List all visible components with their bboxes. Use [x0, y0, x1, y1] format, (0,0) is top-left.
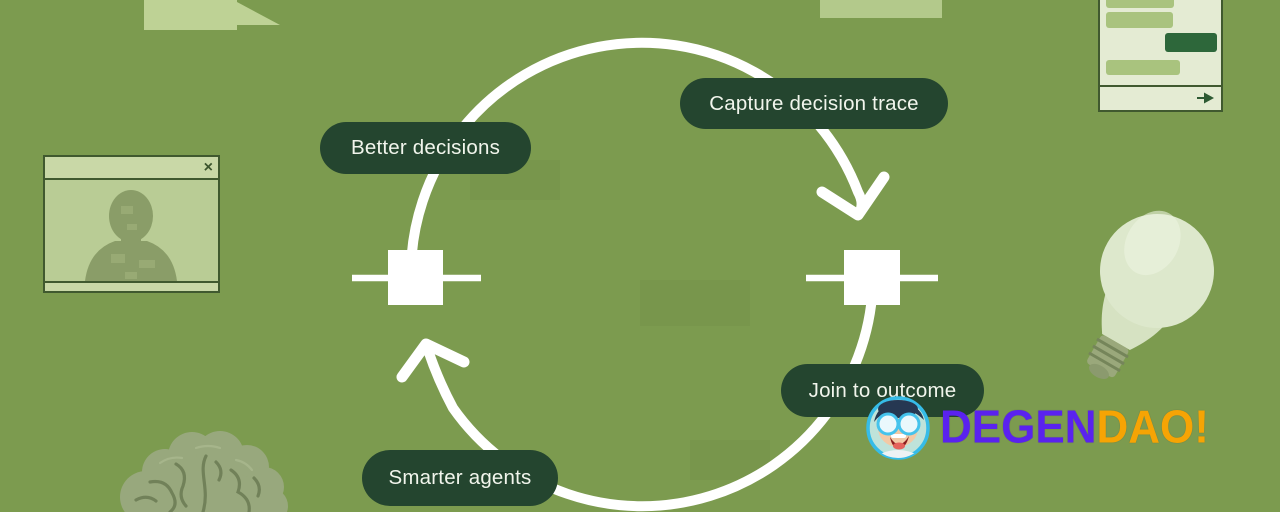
send-icon[interactable] [1196, 91, 1216, 105]
watermark-text-secondary: DAO! [1096, 401, 1209, 454]
step-label: Better decisions [350, 136, 501, 159]
cycle-nodes [352, 250, 938, 305]
step-label: Join to outcome [808, 378, 957, 402]
step-pill-capture-decision-trace: Capture decision trace [680, 78, 948, 129]
chat-bubble-received [1106, 60, 1180, 75]
arrowhead-down-icon [816, 171, 890, 221]
watermark-text: DEGENDAO! [940, 401, 1209, 454]
node-right [806, 250, 938, 305]
node-square [388, 250, 443, 305]
video-window-titlebar: × [45, 157, 218, 180]
lightbulb-image [1087, 210, 1214, 379]
arrowhead-up-icon [396, 338, 470, 383]
watermark-avatar [866, 396, 930, 460]
collage-rectangle [820, 0, 942, 18]
step-label: Capture decision trace [709, 91, 919, 115]
video-call-window: × [43, 155, 220, 293]
node-left [352, 250, 481, 305]
texture-blob [640, 280, 750, 326]
chat-input-bar[interactable] [1100, 85, 1221, 110]
person-silhouette [85, 190, 177, 281]
watermark-text-primary: DEGEN [940, 401, 1097, 454]
chat-window [1098, 0, 1223, 112]
video-feed [45, 180, 218, 281]
step-pill-better-decisions: Better decisions [320, 122, 531, 174]
node-square [844, 250, 900, 305]
step-pill-smarter-agents: Smarter agents [362, 450, 558, 506]
close-icon[interactable]: × [203, 159, 213, 176]
chat-bubble-sent [1165, 33, 1217, 52]
video-camera-icon [144, 0, 280, 30]
chat-bubble-received [1106, 12, 1173, 28]
brain-image [120, 431, 288, 512]
step-label: Smarter agents [388, 466, 532, 489]
watermark: DEGENDAO! [864, 394, 1209, 462]
chat-bubble-received [1106, 0, 1174, 8]
video-window-footer [45, 281, 218, 291]
